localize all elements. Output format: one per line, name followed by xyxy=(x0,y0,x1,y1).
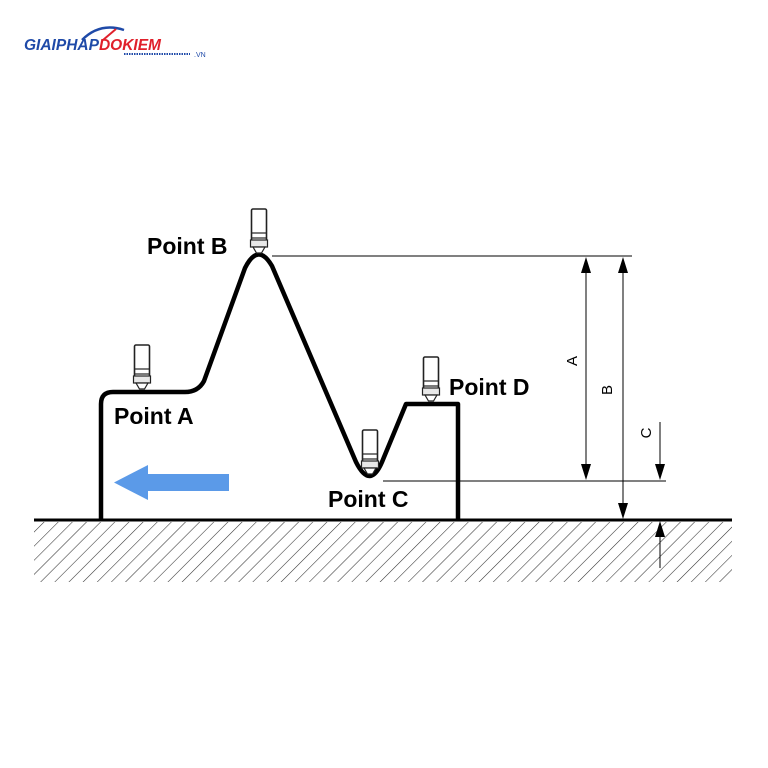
point-b-label: Point B xyxy=(147,233,228,259)
dimension-b-label: B xyxy=(599,385,616,395)
dimension-b: B xyxy=(599,257,628,519)
svg-text:GIAIPHAPDOKIEM: GIAIPHAPDOKIEM xyxy=(24,37,162,54)
point-d-label: Point D xyxy=(449,374,530,400)
brand-logo: GIAIPHAPDOKIEM .VN xyxy=(24,26,206,59)
point-a-label: Point A xyxy=(114,403,194,429)
ground-hatch xyxy=(34,522,732,582)
point-c-label: Point C xyxy=(328,486,409,512)
logo-text-part1: GIAIPHAP xyxy=(24,37,100,54)
dimension-a-label: A xyxy=(564,356,581,366)
dimension-c-label: C xyxy=(638,427,655,438)
probe-point-b-icon xyxy=(249,208,269,254)
dimension-a: A xyxy=(564,257,591,480)
logo-text-part2: DOKIEM xyxy=(99,37,162,54)
logo-suffix: .VN xyxy=(194,52,206,59)
probe-point-c-icon xyxy=(360,429,380,475)
dimension-c: C xyxy=(638,422,665,568)
ground xyxy=(34,518,732,582)
feed-direction-arrow xyxy=(114,465,229,500)
probe-point-d-icon xyxy=(421,356,441,402)
workpiece-profile xyxy=(98,252,461,520)
probe-point-a-icon xyxy=(132,344,152,390)
gauge-swoosh-icon xyxy=(81,26,125,41)
gauge-needle-icon xyxy=(102,28,117,41)
